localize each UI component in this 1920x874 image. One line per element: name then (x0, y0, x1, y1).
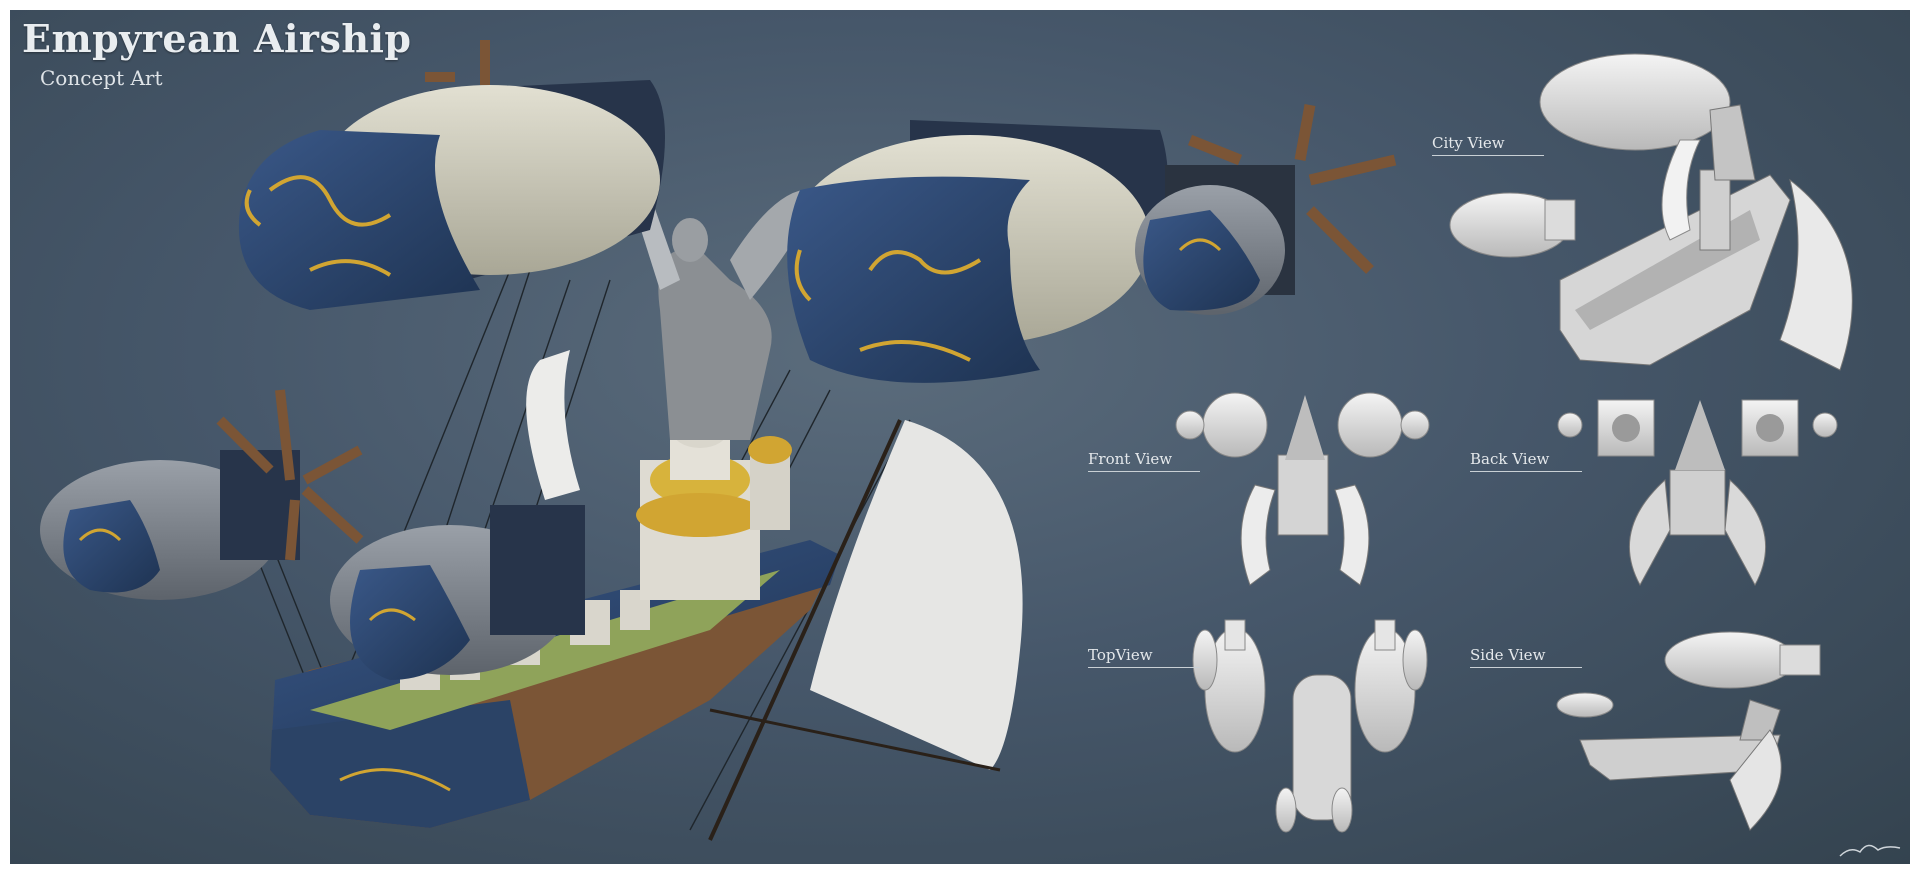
page-subtitle: Concept Art (40, 66, 163, 90)
balloon-right-top (787, 104, 1397, 383)
city-view-model (1449, 53, 1853, 371)
label-front-view: Front View (1088, 450, 1200, 472)
rear-sail (526, 350, 580, 500)
balloon-left-small (40, 389, 364, 600)
label-back-view: Back View (1470, 450, 1582, 472)
balloon-lower-middle (330, 505, 585, 680)
back-view-model (1557, 399, 1838, 587)
page-title: Empyrean Airship (22, 16, 412, 61)
label-side-view: Side View (1470, 646, 1582, 668)
balloon-left-top (238, 40, 665, 310)
front-view-model (1175, 392, 1430, 586)
main-airship (40, 40, 1397, 841)
airship-artwork (40, 40, 1901, 857)
hull-blue-bow (270, 700, 530, 828)
label-city-view: City View (1432, 134, 1544, 156)
artist-signature-icon (1839, 844, 1901, 857)
side-view-model (1556, 631, 1821, 831)
concept-sheet: Empyrean Airship Concept Art City View F… (10, 10, 1910, 864)
label-top-view: TopView (1088, 646, 1200, 668)
main-sail (810, 420, 1023, 770)
top-view-model (1192, 619, 1428, 833)
